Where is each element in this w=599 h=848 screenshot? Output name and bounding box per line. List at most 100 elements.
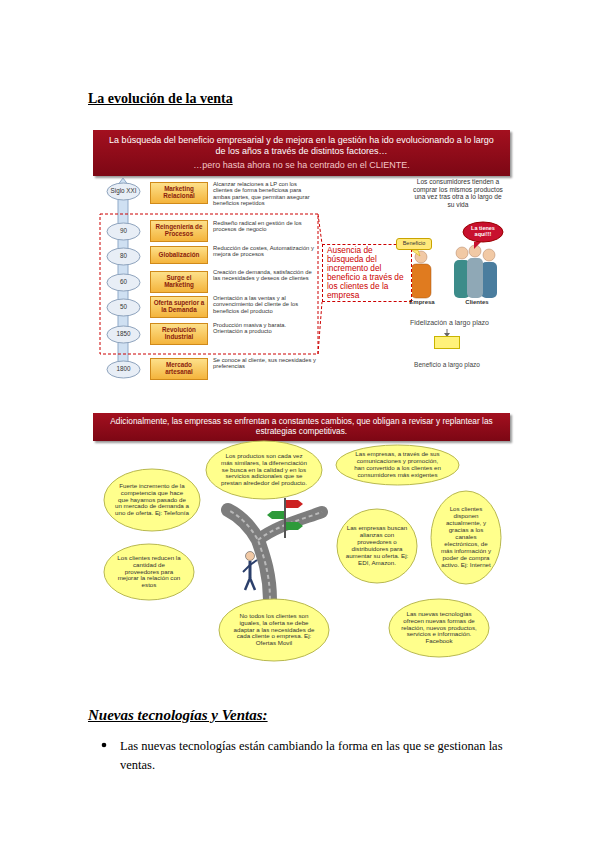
stage-box: Reingeniería de Procesos [150,220,208,242]
figure-label: Empresa [404,299,440,306]
oval-shape [431,491,501,584]
person-body [467,258,483,298]
stage-description: Producción masiva y barata. Orientación … [213,322,317,335]
node-text: Beneficio a largo plazo [412,362,482,369]
oval-shape [107,299,140,316]
bullet-text: Las nuevas tecnologías están cambiando l… [120,737,510,775]
oval-shape [463,222,503,242]
node-text: Las empresas buscan alianzas con proveed… [345,525,409,567]
leader-line [318,302,322,354]
node-text: Los clientes disponen actualmente, y gra… [438,506,494,568]
node-text: Revolución Industrial [153,327,205,341]
header-banner: La búsqueda del beneficio empresarial y … [93,130,510,176]
bubble-pointer [474,242,481,249]
oval-shape [107,326,140,343]
man-arm [250,560,257,565]
node-text: Beneficio [397,241,431,247]
oval-shape [107,248,140,265]
oval-shape [337,509,417,583]
node-text: 80 [108,253,139,259]
idea-oval: No todos los clientes son iguales, la of… [218,598,330,662]
node-text: Las nuevas tecnologías ofrecen nuevas fo… [400,611,478,646]
callout-box: Ausencia de búsqueda del incremento del … [322,244,412,302]
year-oval: 1800 [106,360,141,379]
node-text: Globalización [153,252,205,259]
year-oval: 50 [106,298,141,317]
node-text: Reingeniería de Procesos [153,224,205,238]
node-text: 50 [108,304,139,310]
node-text: Marketing Relacional [153,186,205,200]
year-oval: 60 [106,273,141,292]
oval-shape [107,361,140,378]
node-text: Fuerte incremento de la competencia que … [115,483,189,518]
oval-shape [107,274,140,291]
node-text: Siglo XXI [108,188,139,194]
leader-line [318,214,322,244]
node-text: 60 [108,279,139,285]
header-banner: Adicionalmente, las empresas se enfrenta… [93,413,510,441]
node-text: Ausencia de búsqueda del incremento del … [327,246,407,301]
node-text: Los productos son cada vez más similares… [219,453,309,488]
year-oval: Siglo XXI [106,182,141,201]
stage-box: Globalización [150,246,208,264]
stage-description: Creación de demanda, satisfacción de las… [213,269,317,282]
node-text: No todos los clientes son iguales, la of… [231,613,317,648]
idea-oval: Los clientes disponen actualmente, y gra… [430,490,502,585]
road [258,512,322,540]
node-text: La tienes aquí!!! [467,226,499,238]
node-text: 90 [108,228,139,234]
stage-description: Rediseño radical en gestión de los proce… [213,220,317,233]
year-oval: 80 [106,247,141,266]
node-text: Las empresas, a través de sus comunicaci… [351,451,444,479]
node-text: La búsqueda del beneficio empresarial y … [103,135,500,157]
stage-box: Revolución Industrial [150,323,208,345]
node-text: Mercado artesanal [153,362,205,376]
oval-shape [219,599,329,661]
man-leg [245,578,250,590]
stage-description: Orientación a las ventas y al convencimi… [213,295,317,314]
oval-shape [389,599,489,657]
sign-arrow [267,511,284,519]
stage-description: Reducción de costes, Automatización y me… [213,245,317,258]
person-body [481,262,497,298]
stage-box: Mercado artesanal [150,358,208,380]
figure-label: Clientes [455,299,499,306]
idea-oval: Las empresas, a través de sus comunicaci… [335,444,460,486]
section-heading: Nuevas tecnologías y Ventas: [88,707,488,724]
oval-shape [107,223,140,240]
road-marking [228,510,270,600]
node-text: 1800 [108,366,139,372]
stage-box: Oferta superior a la Demanda [150,296,208,318]
oval-shape [206,441,322,499]
yellow-box [434,336,460,349]
person-body [411,264,431,298]
node-text: Oferta superior a la Demanda [153,300,205,314]
stage-box: Surge el Marketing [150,271,208,293]
signpost [284,498,286,538]
node-text: Surge el Marketing [153,275,205,289]
year-oval: 1850 [106,325,141,344]
sign-arrow [286,500,303,508]
idea-oval: Las nuevas tecnologías ofrecen nuevas fo… [388,598,490,658]
oval-shape [107,183,140,200]
stage-description: Se conoce al cliente, sus necesidades y … [213,357,317,370]
node-text: Adicionalmente, las empresas se enfrenta… [105,417,498,437]
person-head [456,247,468,259]
page-title: La evolución de la venta [88,91,233,107]
stage-box: Marketing Relacional [150,182,208,204]
idea-oval: Las empresas buscan alianzas con proveed… [336,508,418,584]
man-leg [250,578,255,590]
benefit-box: Beneficio a largo plazo [412,336,482,368]
bubble-pointer [411,250,420,256]
figure-label: Fidelización a largo plazo [410,319,520,327]
oval-shape [336,445,459,485]
node-text: Los clientes reducen la cantidad de prov… [115,555,183,590]
man-arm [243,565,250,572]
node-text: 1850 [108,331,139,337]
year-oval: 90 [106,222,141,241]
speech-bubble: La tienes aquí!!! [462,221,504,243]
dashed-bracket [100,214,318,354]
road-marking [258,512,322,540]
man-head [246,552,255,561]
